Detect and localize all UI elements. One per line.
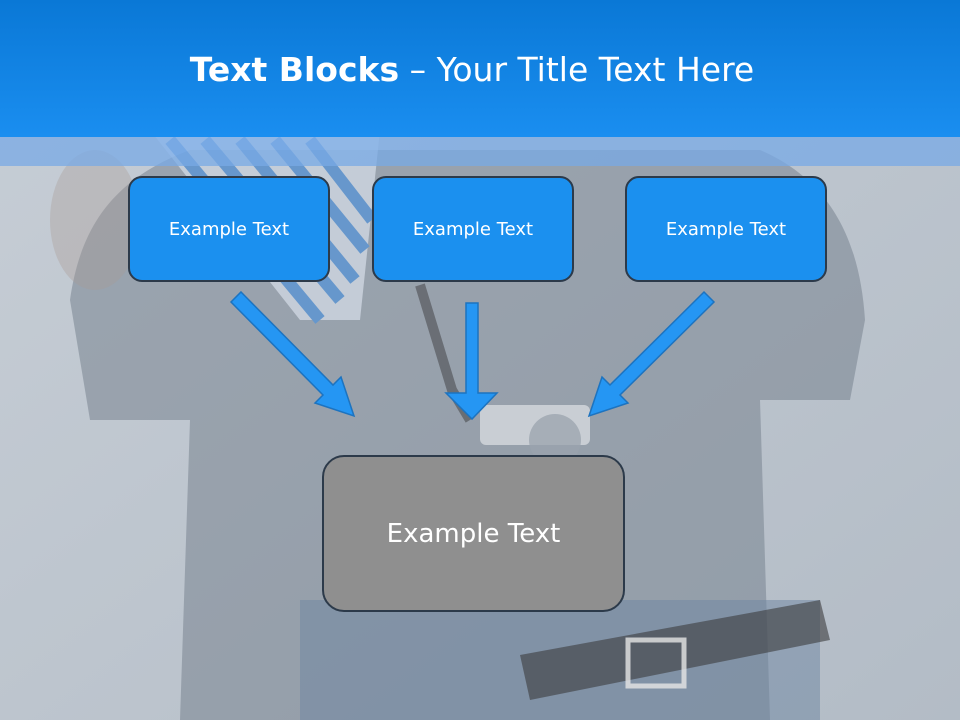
top-box-center-label: Example Text (412, 218, 534, 240)
arrow-left (229, 290, 356, 418)
title-rest: Your Title Text Here (436, 50, 755, 89)
bottom-box: Example Text (322, 455, 625, 612)
top-box-center: Example Text (372, 176, 574, 282)
title-underband (0, 137, 960, 166)
slide-title: Text Blocks – Your Title Text Here (0, 50, 944, 89)
top-box-right-label: Example Text (665, 218, 787, 240)
arrow-right (587, 290, 716, 418)
title-dash: – (409, 50, 427, 89)
top-box-right: Example Text (625, 176, 827, 282)
top-box-left-label: Example Text (168, 218, 290, 240)
title-bold: Text Blocks (189, 50, 400, 89)
title-bar (0, 0, 960, 137)
bottom-box-label: Example Text (386, 518, 561, 549)
arrow-center (444, 302, 499, 421)
top-box-left: Example Text (128, 176, 330, 282)
